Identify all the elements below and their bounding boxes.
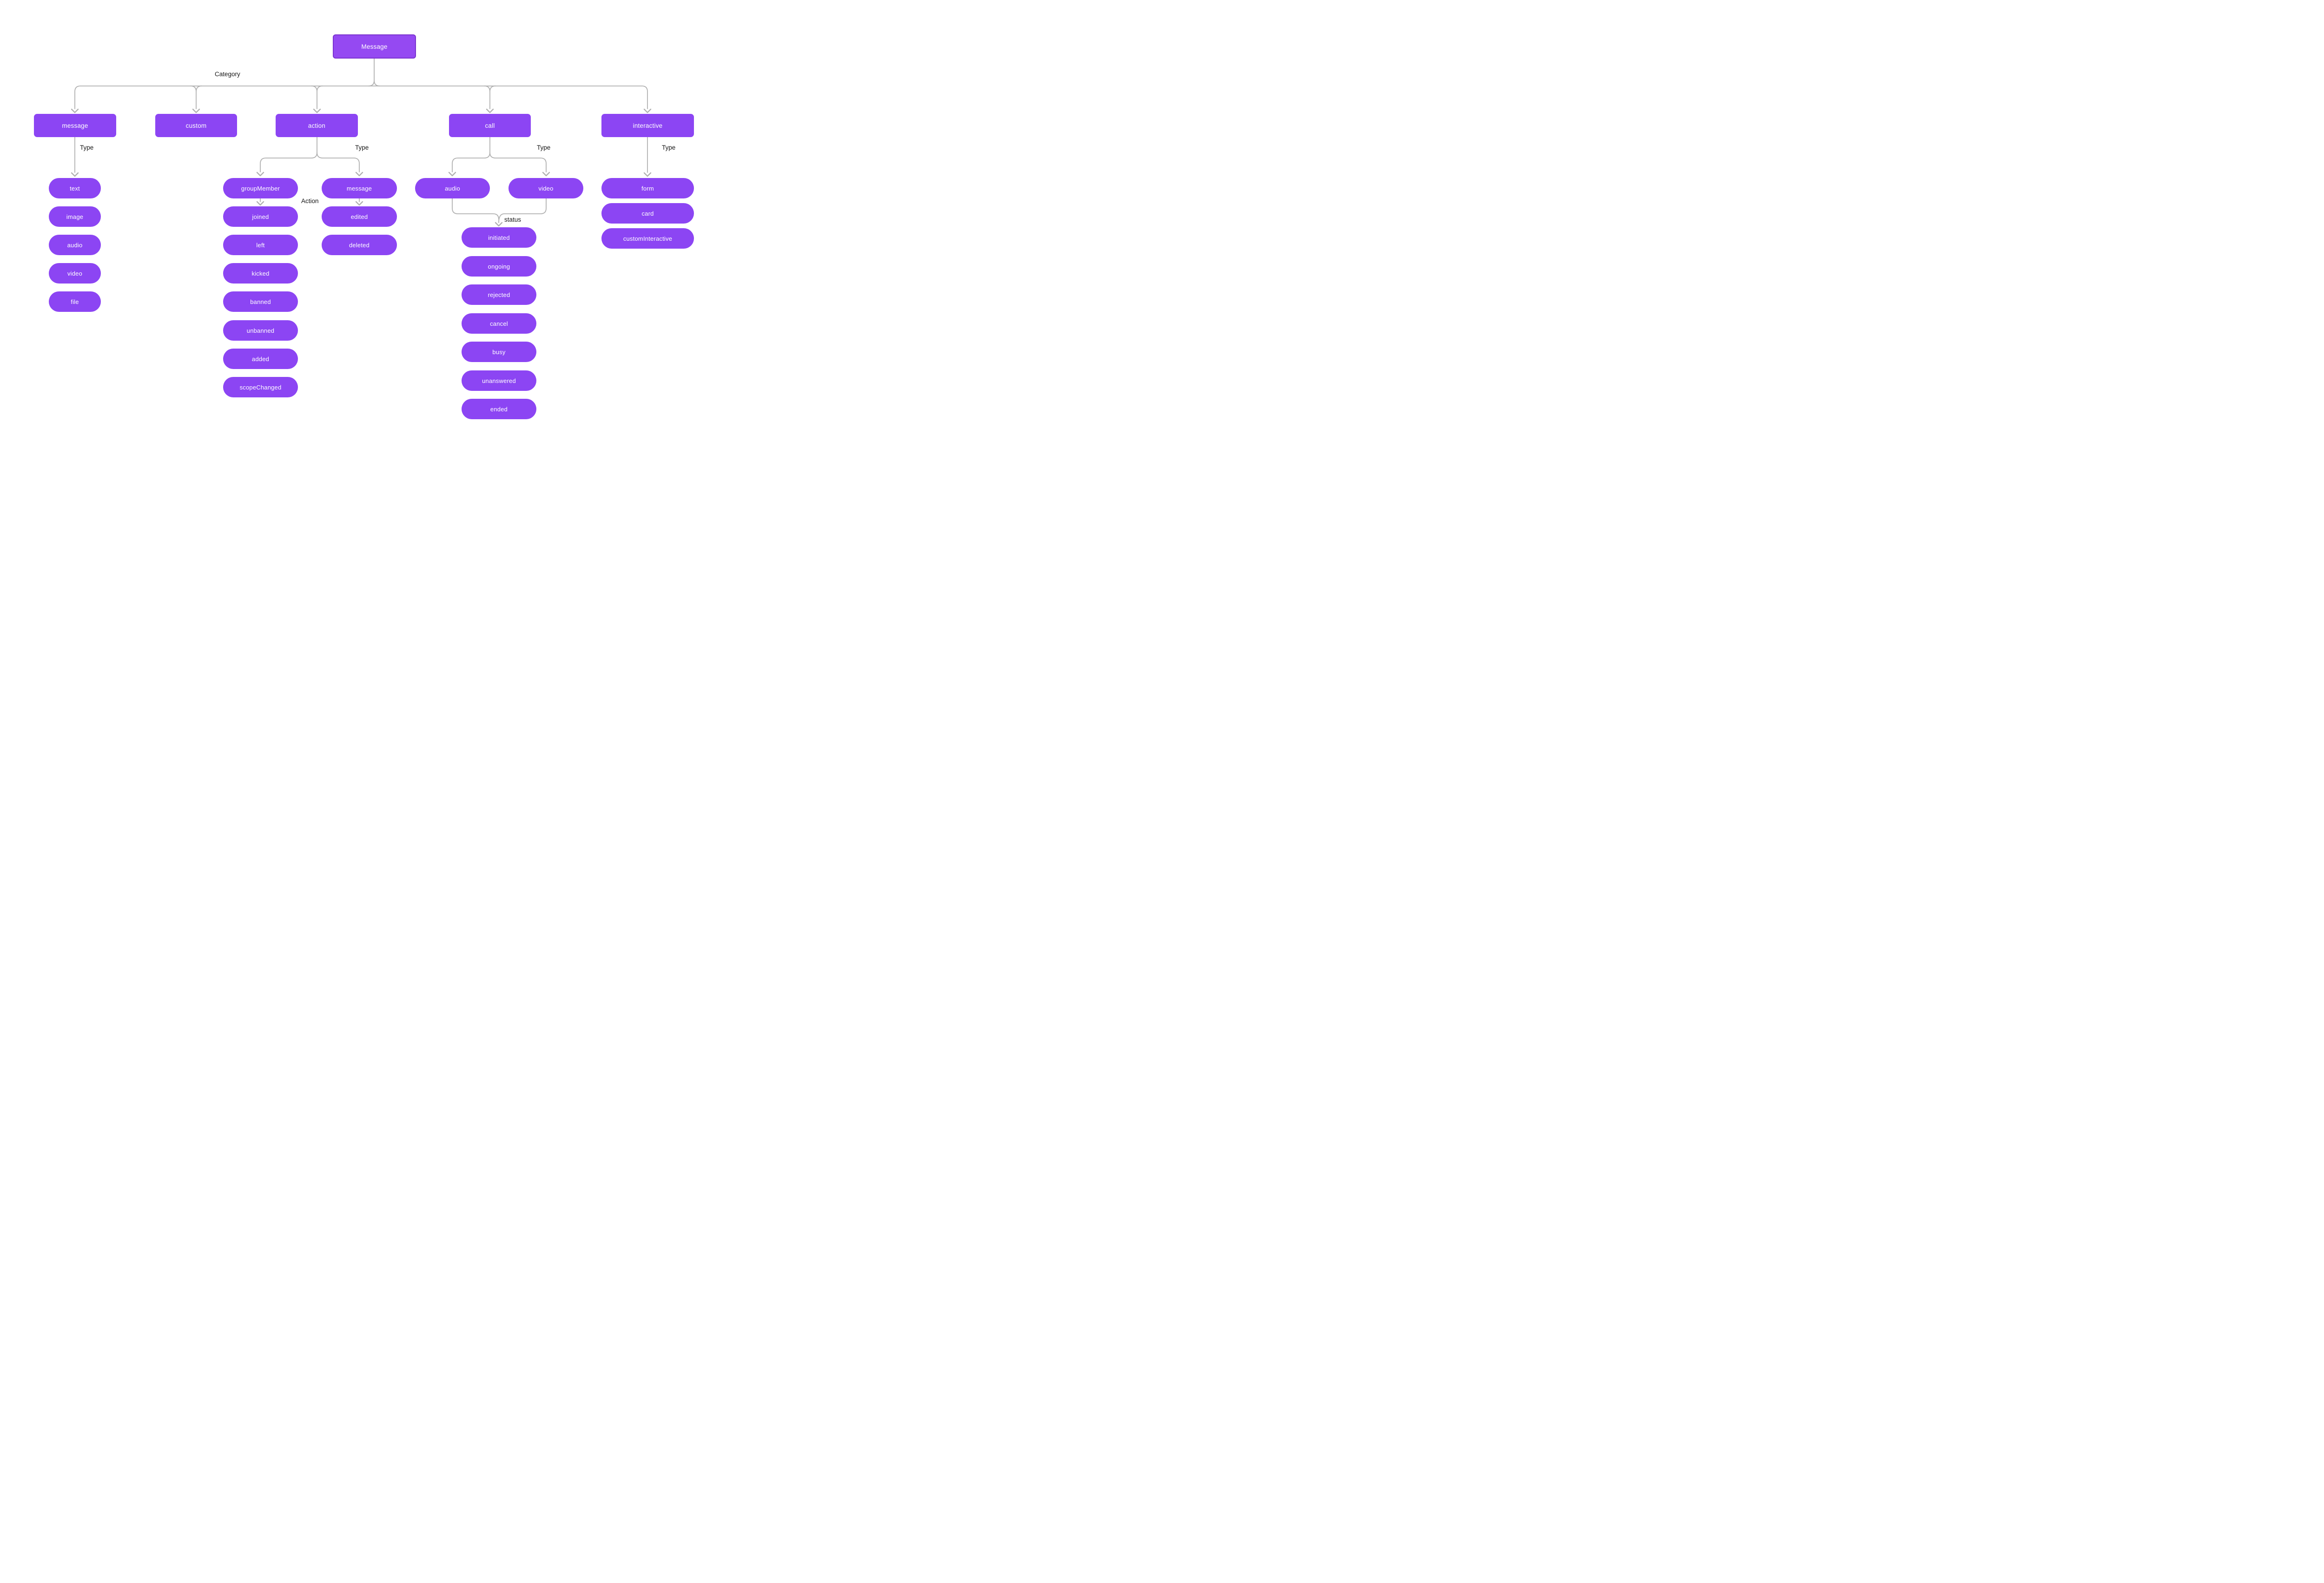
edge-action-split-right xyxy=(317,152,360,172)
arrowhead-call-category xyxy=(486,108,494,113)
edge-label-type-message: Type xyxy=(80,144,94,151)
arrowhead-action-message xyxy=(355,171,363,177)
node-gm-scopechanged: scopeChanged xyxy=(223,377,298,397)
edge-action-split-left xyxy=(260,137,317,172)
edge-call-split-left xyxy=(452,137,490,172)
node-status-busy: busy xyxy=(462,342,536,362)
arrowhead-groupmember xyxy=(256,171,264,177)
node-interactive-card: card xyxy=(601,203,694,224)
edge-label-type-interactive: Type xyxy=(662,144,676,151)
node-status-ongoing: ongoing xyxy=(462,256,536,277)
node-msg-deleted: deleted xyxy=(322,235,397,255)
edge-root-stub xyxy=(368,58,380,86)
node-status-cancel: cancel xyxy=(462,313,536,334)
node-category-interactive: interactive xyxy=(601,114,694,137)
edge-label-action: Action xyxy=(301,198,319,204)
node-gm-banned: banned xyxy=(223,291,298,312)
node-interactive-form: form xyxy=(601,178,694,198)
arrowhead-interactive-category xyxy=(643,108,652,113)
node-status-rejected: rejected xyxy=(462,284,536,305)
node-action-groupmember: groupMember xyxy=(223,178,298,198)
node-interactive-custominteractive: customInteractive xyxy=(601,228,694,249)
edge-label-type-action: Type xyxy=(355,144,369,151)
arrowhead-action-category xyxy=(313,108,321,113)
arrowhead-message-type xyxy=(71,172,79,177)
edge-call-split-right xyxy=(489,152,547,172)
node-category-call: call xyxy=(449,114,531,137)
node-gm-added: added xyxy=(223,349,298,369)
edge-label-status: status xyxy=(504,216,522,223)
edge-label-type-call: Type xyxy=(537,144,551,151)
node-status-initiated: initiated xyxy=(462,227,536,248)
node-category-message: message xyxy=(34,114,116,137)
node-category-action: action xyxy=(276,114,358,137)
node-action-message: message xyxy=(322,178,397,198)
edge-category-rail xyxy=(74,86,648,109)
node-type-image: image xyxy=(49,206,101,227)
node-call-video: video xyxy=(508,178,583,198)
node-gm-joined: joined xyxy=(223,206,298,227)
arrowhead-interactive-type xyxy=(643,172,652,177)
arrowhead-video xyxy=(542,171,550,177)
node-type-audio: audio xyxy=(49,235,101,255)
node-status-unanswered: unanswered xyxy=(462,370,536,391)
arrowhead-audio xyxy=(448,171,456,177)
edge-status-merge-left xyxy=(452,198,499,220)
diagram-canvas: Category Type Type Type Type Action stat… xyxy=(0,0,729,453)
arrowhead-custom-category xyxy=(192,108,200,113)
arrowhead-message-category xyxy=(71,108,79,113)
node-category-custom: custom xyxy=(155,114,237,137)
edge-branch-action xyxy=(311,86,323,109)
arrowhead-status xyxy=(495,222,503,227)
node-msg-edited: edited xyxy=(322,206,397,227)
node-type-file: file xyxy=(49,291,101,312)
edge-branch-custom xyxy=(190,86,202,109)
node-root-message: Message xyxy=(333,34,416,59)
node-type-text: text xyxy=(49,178,101,198)
node-type-video: video xyxy=(49,263,101,284)
edge-label-category: Category xyxy=(215,71,240,78)
node-status-ended: ended xyxy=(462,399,536,419)
node-gm-unbanned: unbanned xyxy=(223,320,298,341)
node-gm-left: left xyxy=(223,235,298,255)
edge-branch-call xyxy=(484,86,496,109)
node-gm-kicked: kicked xyxy=(223,263,298,284)
arrowhead-edited xyxy=(355,201,363,206)
arrowhead-joined xyxy=(256,201,264,206)
node-call-audio: audio xyxy=(415,178,490,198)
